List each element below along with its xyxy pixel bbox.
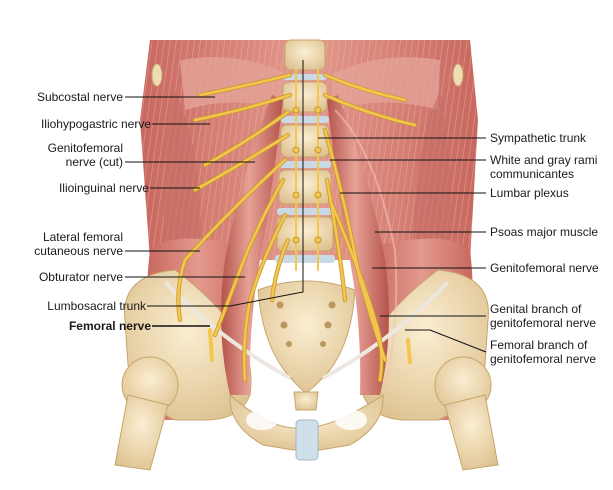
label-psoas-major-muscle: Psoas major muscle <box>490 225 599 239</box>
nerves <box>176 69 418 383</box>
label-lumbar-plexus: Lumbar plexus <box>490 186 569 200</box>
label-ilioinguinal-nerve: Ilioinguinal nerve <box>58 181 149 195</box>
pelvis <box>114 269 499 471</box>
label-sympathetic-trunk: Sympathetic trunk <box>490 131 587 145</box>
sacrum <box>257 280 356 411</box>
label-subcostal-nerve: Subcostal nerve <box>36 90 123 104</box>
leader-femoral-branch <box>405 329 487 353</box>
label-lumbosacral-trunk: Lumbosacral trunk <box>47 299 146 313</box>
leader-lines <box>125 60 487 353</box>
label-iliohypogastric-nerve: Iliohypogastric nerve <box>40 117 151 131</box>
leader-lumbosacral-trunk <box>147 60 304 307</box>
label-femoral-nerve: Femoral nerve <box>68 319 151 333</box>
label-obturator-nerve: Obturator nerve <box>38 270 123 284</box>
label-genitofemoral-nerve: Genitofemoral nerve <box>490 261 599 275</box>
